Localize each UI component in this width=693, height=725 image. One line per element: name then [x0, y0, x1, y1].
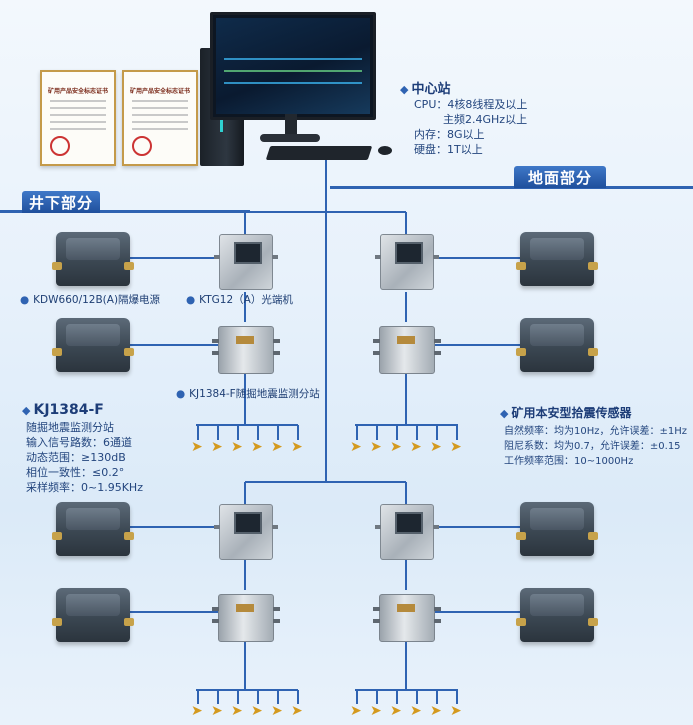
seismic-substation	[379, 326, 435, 374]
spec-line: 自然频率：均为10Hz，允许误差：±1Hz	[504, 424, 690, 439]
spec-line: 输入信号路数：6通道	[26, 435, 182, 450]
explosion-proof-power-supply	[520, 318, 594, 372]
explosion-proof-power-supply	[56, 318, 130, 372]
geophone-icon: ➤	[231, 440, 243, 454]
explosion-proof-power-supply	[56, 232, 130, 286]
spec-line: 相位一致性：≤0.2°	[26, 465, 182, 480]
kj1384f-spec-block: ◆KJ1384-F 随掘地震监测分站 输入信号路数：6通道 动态范围：≥130d…	[22, 402, 182, 495]
geophone-icon: ➤	[370, 704, 382, 718]
geophone-icon: ➤	[430, 440, 442, 454]
spec-line: 主频2.4GHz以上	[443, 112, 580, 127]
optical-transceiver	[219, 504, 273, 560]
substation-label-row: ● KJ1384-F随掘地震监测分站	[176, 386, 320, 401]
mouse	[378, 146, 392, 155]
underground-section-label: 井下部分	[22, 191, 100, 213]
geophone-icon: ➤	[251, 440, 263, 454]
optical-transceiver	[219, 234, 273, 290]
geophone-icon: ➤	[390, 704, 402, 718]
optical-transceiver	[380, 504, 434, 560]
bullet-icon: ●	[176, 388, 185, 400]
geophone-icon: ➤	[211, 704, 223, 718]
kj1384f-title: KJ1384-F	[33, 402, 103, 418]
certificate-title: 矿用产品安全标志证书	[124, 86, 196, 95]
seismic-substation	[379, 594, 435, 642]
geophone-icon: ➤	[390, 440, 402, 454]
keyboard	[266, 146, 373, 160]
spec-line: 硬盘：1T以上	[414, 142, 580, 157]
explosion-proof-power-supply	[56, 502, 130, 556]
geophone-icon: ➤	[450, 440, 462, 454]
bullet-icon: ●	[20, 294, 29, 306]
geophone-icon: ➤	[191, 440, 203, 454]
optical-transceiver	[380, 234, 434, 290]
diamond-icon: ◆	[22, 404, 30, 417]
seismic-substation	[218, 594, 274, 642]
psu-label: KDW660/12B(A)隔爆电源	[33, 294, 160, 306]
explosion-proof-power-supply	[520, 232, 594, 286]
center-station-block: ◆中心站 CPU：4核8线程及以上 主频2.4GHz以上 内存：8G以上 硬盘：…	[400, 78, 580, 157]
geophone-icon: ➤	[271, 440, 283, 454]
certificate-title: 矿用产品安全标志证书	[42, 86, 114, 95]
optical-label-row: ● KTG12（A）光端机	[186, 292, 293, 307]
geophone-icon: ➤	[450, 704, 462, 718]
substation-label: KJ1384-F随掘地震监测分站	[189, 388, 320, 400]
bullet-icon: ●	[186, 294, 195, 306]
optical-label: KTG12（A）光端机	[199, 294, 293, 306]
monitor-base	[260, 134, 320, 142]
geophone-icon: ➤	[231, 704, 243, 718]
certificate-right: 矿用产品安全标志证书	[122, 70, 198, 166]
explosion-proof-power-supply	[56, 588, 130, 642]
monitor	[210, 12, 376, 120]
diamond-icon: ◆	[400, 83, 408, 96]
geophone-icon: ➤	[291, 704, 303, 718]
spec-line: 阻尼系数：均为0.7，允许误差：±0.15	[504, 439, 690, 454]
geophone-icon: ➤	[211, 440, 223, 454]
ground-divider	[330, 186, 693, 189]
geophone-icon: ➤	[251, 704, 263, 718]
geophone-icon: ➤	[191, 704, 203, 718]
spec-line: 动态范围：≥130dB	[26, 450, 182, 465]
explosion-proof-power-supply	[520, 588, 594, 642]
sensor-spec-title: 矿用本安型拾震传感器	[511, 406, 631, 420]
geophone-icon: ➤	[350, 704, 362, 718]
psu-label-row: ● KDW660/12B(A)隔爆电源	[20, 292, 160, 307]
seal-icon	[132, 136, 152, 156]
geophone-icon: ➤	[430, 704, 442, 718]
geophone-icon: ➤	[291, 440, 303, 454]
sensor-spec-block: ◆矿用本安型拾震传感器 自然频率：均为10Hz，允许误差：±1Hz 阻尼系数：均…	[500, 404, 690, 469]
spec-line: 采样频率：0~1.95KHz	[26, 480, 182, 495]
center-station-title: 中心站	[411, 82, 450, 97]
spec-line: 内存：8G以上	[414, 127, 580, 142]
ground-section-label: 地面部分	[514, 166, 606, 188]
geophone-icon: ➤	[410, 704, 422, 718]
geophone-icon: ➤	[410, 440, 422, 454]
geophone-icon: ➤	[271, 704, 283, 718]
explosion-proof-power-supply	[520, 502, 594, 556]
spec-line: 工作频率范围：10~1000Hz	[504, 454, 690, 469]
geophone-icon: ➤	[350, 440, 362, 454]
geophone-icon: ➤	[370, 440, 382, 454]
seal-icon	[50, 136, 70, 156]
diamond-icon: ◆	[500, 407, 508, 420]
seismic-substation	[218, 326, 274, 374]
monitor-stand	[285, 114, 297, 136]
certificate-left: 矿用产品安全标志证书	[40, 70, 116, 166]
spec-line: 随掘地震监测分站	[26, 420, 182, 435]
spec-line: CPU：4核8线程及以上	[414, 97, 580, 112]
